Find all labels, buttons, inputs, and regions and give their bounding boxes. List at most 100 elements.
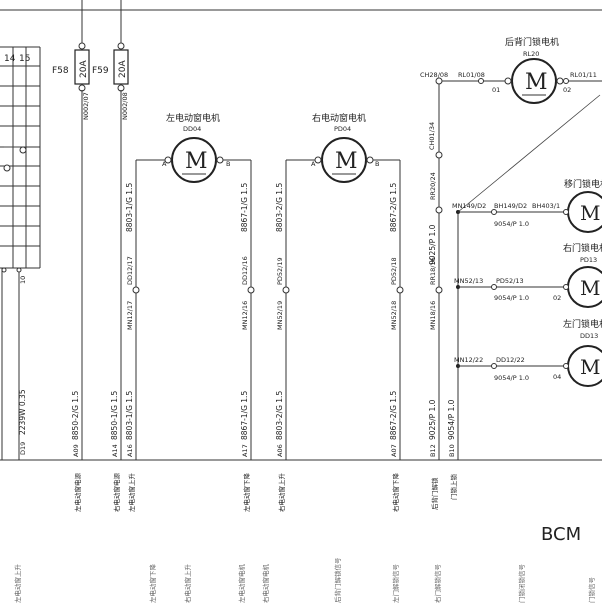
wire-ch01-34: CH01/34 <box>428 122 436 150</box>
rear-hatch-conn-right: RL01/11 <box>570 71 597 79</box>
pin-label-b1: 左电动窗电源 <box>73 473 82 513</box>
pin-label-b2: 右电动窗电源 <box>112 473 121 513</box>
left-door-wire-label: 9054/P 1.0 <box>494 374 529 382</box>
rear-hatch-motor-code: RL20 <box>523 50 539 58</box>
sliding-conn-mid: BH149/D2 <box>494 202 527 210</box>
pin-label-b7: 后背门解锁 <box>430 477 439 510</box>
footer-f1: 左电动窗上升 <box>13 564 22 603</box>
wire-w11-conn-mid: RR18/16 <box>429 257 437 285</box>
wire-w11: 9025/P 1.0 <box>428 224 437 265</box>
pin-label-b3: 左电动窗上升 <box>127 473 136 513</box>
fuse-f58-name: F58 <box>52 66 69 76</box>
right-door-lock-motor: 右门锁电机 PD13 M 02 MN52/13 PD52/13 9054/P 1… <box>454 242 602 308</box>
wire-w6-conn: A17 <box>241 444 249 457</box>
wire-w7: 8803-2/G 1.5 <box>275 183 284 232</box>
left-window-motor-symbol: M <box>185 149 208 174</box>
right-door-pin: 02 <box>553 294 561 302</box>
rear-hatch-motor: 后背门锁电机 RL20 M 01 02 CH28/08 RL01/08 RL01… <box>420 36 602 104</box>
pin-function-labels: 左电动窗电源 右电动窗电源 左电动窗上升 左电动窗下降 右电动窗上升 右电动窗下… <box>73 473 458 513</box>
pin-label-b6: 右电动窗下降 <box>391 473 400 513</box>
wire-w10: 8867-2/G 1.5 <box>389 391 398 440</box>
wire-w8-conn: A06 <box>276 444 284 457</box>
fuse-f58-rating: 20A <box>79 60 89 78</box>
wire-w9-conn-top: PD52/18 <box>390 257 398 285</box>
fuse-box-grid: 14 15 <box>0 9 602 269</box>
wire-w4: 8803-1/G 1.5 <box>125 183 134 232</box>
rear-hatch-pin-a: 01 <box>492 86 500 94</box>
footer-f10: 门锁信号 <box>587 577 596 603</box>
rear-hatch-conn-mid: RL01/08 <box>458 71 485 79</box>
sliding-door-lock-motor: 移门锁电机 M MN149/D2 BH149/D2 BH403/1 9054/P… <box>452 178 602 233</box>
left-door-motor-symbol: M <box>580 355 600 379</box>
wire-labels: 8850-2/G 1.5 A09 8850-1/G 1.5 A14 8803-1… <box>71 172 456 457</box>
wire-w11-conn-bot: MN18/16 <box>429 301 437 330</box>
wire-w1: 8850-2/G 1.5 <box>71 391 80 440</box>
wire-w4-conn-bot: MN12/17 <box>126 301 134 330</box>
left-door-pin: 04 <box>553 373 561 381</box>
left-conn-d19: D19 <box>19 442 27 455</box>
left-window-motor: 左电动窗电机 DD04 M A B <box>136 112 251 183</box>
footer-f6: 后背门解锁信号 <box>333 557 342 603</box>
right-window-motor-symbol: M <box>335 149 358 174</box>
footer-f4: 左电动窗电机 <box>237 564 246 603</box>
footer-f2: 左电动窗下降 <box>148 564 157 603</box>
wire-w3-conn: A16 <box>126 444 134 457</box>
left-window-pin-b: B <box>226 160 230 168</box>
right-window-pin-b: B <box>375 160 379 168</box>
right-window-pin-a: A <box>311 160 316 168</box>
left-window-pin-a: A <box>162 160 167 168</box>
footer-f7: 左门解锁信号 <box>391 564 400 603</box>
wire-w6: 8867-1/G 1.5 <box>240 391 249 440</box>
rear-hatch-pin-b: 02 <box>563 86 571 94</box>
wire-w7-conn-top: PD52/19 <box>276 257 284 285</box>
left-conn-small: 10 <box>19 276 27 284</box>
right-door-conn-left: MN52/13 <box>454 277 483 285</box>
sliding-wire-label: 9054/P 1.0 <box>494 220 529 228</box>
left-wire-label: 2239W 0.35 <box>18 389 27 435</box>
left-door-conn-mid: DD12/22 <box>496 356 525 364</box>
wire-w13: 9054/P 1.0 <box>447 399 456 440</box>
wire-w3: 8803-1/G 1.5 <box>125 391 134 440</box>
right-door-conn-mid: PD52/13 <box>496 277 524 285</box>
fuse-f59-name: F59 <box>92 66 109 76</box>
left-door-conn-left: MN12/22 <box>454 356 483 364</box>
wire-w7-conn-bot: MN52/19 <box>276 301 284 330</box>
rear-hatch-motor-symbol: M <box>525 70 548 95</box>
sliding-door-motor-title: 移门锁电机 <box>564 178 602 190</box>
footer-labels: 左电动窗上升 左电动窗下降 右电动窗上升 左电动窗电机 右电动窗电机 后背门解锁… <box>13 557 596 603</box>
left-edge-wires: 10 2239W 0.35 D19 <box>1 267 27 460</box>
pin-label-b4: 左电动窗下降 <box>242 473 251 513</box>
wire-w12-conn: B12 <box>429 444 437 457</box>
fuse-f59-rating: 20A <box>118 60 128 78</box>
pin-label-b8: 门锁上锁 <box>449 474 458 501</box>
wire-w10-conn: A07 <box>390 444 398 457</box>
wire-w12: 9025/P 1.0 <box>428 399 437 440</box>
left-door-motor-title: 左门锁电机 <box>563 318 602 330</box>
right-window-motor: 右电动窗电机 PD04 M A B <box>286 112 400 183</box>
sliding-door-motor-symbol: M <box>580 201 600 225</box>
wire-w2-conn: A14 <box>111 444 119 457</box>
wire-w9: 8867-2/G 1.5 <box>389 183 398 232</box>
wire-w5: 8867-1/G 1.5 <box>240 183 249 232</box>
fuse-f59: F59 20A N002/08 <box>92 0 129 460</box>
right-door-motor-code: PD13 <box>580 256 597 264</box>
right-door-motor-title: 右门锁电机 <box>563 242 602 254</box>
wire-w8: 8803-2/G 1.5 <box>275 391 284 440</box>
footer-f3: 右电动窗上升 <box>183 564 192 603</box>
grid-col-15: 15 <box>19 54 30 64</box>
wire-w5-conn-bot: MN12/16 <box>241 301 249 330</box>
footer-f8: 右门解锁信号 <box>433 564 442 603</box>
fuse-f59-wire: N002/08 <box>121 92 129 120</box>
left-window-motor-code: DD04 <box>183 125 201 133</box>
right-window-motor-title: 右电动窗电机 <box>312 112 366 124</box>
wire-w1-conn: A09 <box>72 444 80 457</box>
right-door-motor-symbol: M <box>580 276 600 300</box>
rear-hatch-motor-title: 后背门锁电机 <box>505 36 559 48</box>
right-window-motor-code: PD04 <box>334 125 351 133</box>
wire-w9-conn-bot: MN52/18 <box>390 301 398 330</box>
pin-label-b5: 右电动窗上升 <box>277 473 286 513</box>
bcm-module: BCM <box>0 459 602 545</box>
footer-f5: 右电动窗电机 <box>261 564 270 603</box>
sliding-conn-left: MN149/D2 <box>452 202 486 210</box>
